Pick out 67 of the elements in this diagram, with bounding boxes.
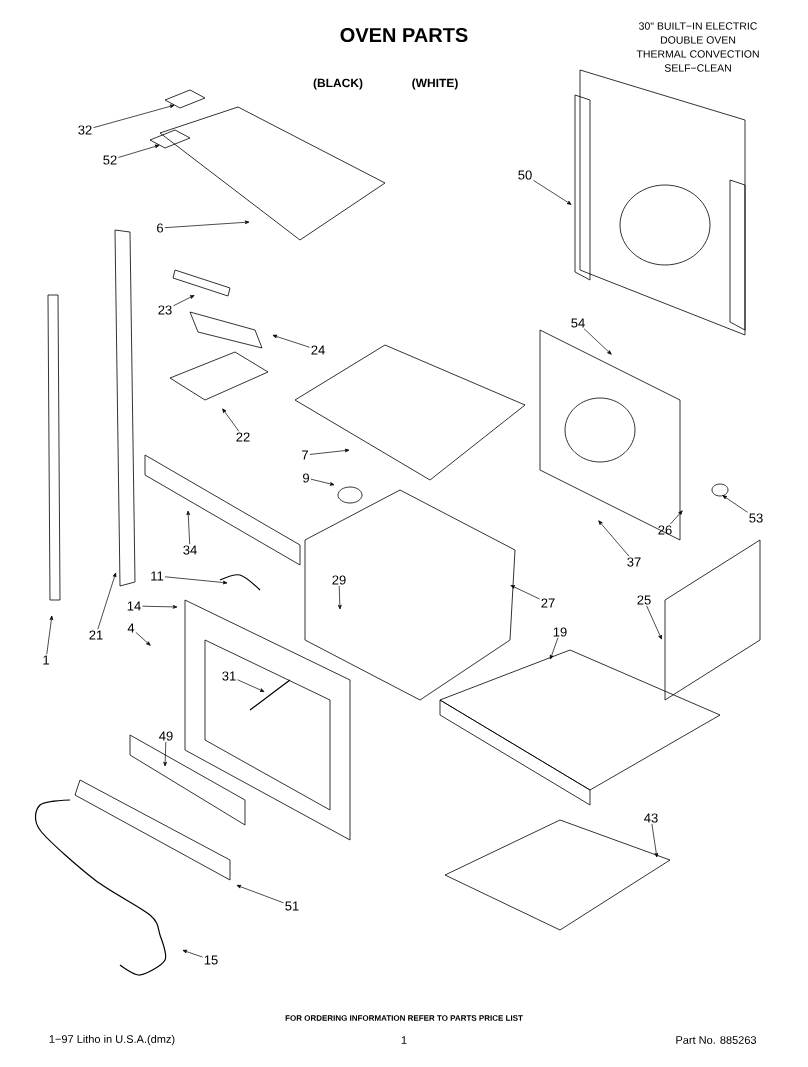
- leader-line: [163, 741, 167, 767]
- callout-number: 52: [103, 155, 117, 165]
- leader-line: [237, 679, 265, 692]
- leader-line: [93, 104, 175, 128]
- leader-line: [135, 632, 151, 646]
- callout-number: 49: [159, 731, 173, 741]
- callout-number: 51: [285, 901, 299, 911]
- leader-line: [142, 605, 178, 609]
- callout-number: 14: [127, 601, 141, 611]
- leader-line: [338, 585, 342, 610]
- note-text: 30" BUILT−IN ELECTRIC: [639, 22, 757, 30]
- title: OVEN PARTS: [340, 27, 468, 43]
- leader-line: [549, 637, 559, 660]
- note-text: THERMAL CONVECTION: [636, 50, 759, 58]
- callout-number: 32: [78, 125, 92, 135]
- note-text: DOUBLE OVEN: [660, 36, 736, 44]
- callout-number: 9: [303, 473, 309, 483]
- callout-number: 7: [302, 450, 308, 460]
- leader-line: [186, 510, 191, 545]
- leader-line: [222, 408, 240, 432]
- callout-number: 11: [151, 571, 164, 581]
- callout-number: 50: [518, 170, 532, 180]
- leader-line: [533, 180, 572, 205]
- note-text: Part No. 885263: [676, 1036, 757, 1044]
- leader-line: [236, 885, 284, 904]
- callout-number: 29: [332, 575, 346, 585]
- note-text: FOR ORDERING INFORMATION REFER TO PARTS PRICE LIST: [285, 1015, 523, 1021]
- callout-number: 23: [158, 305, 172, 315]
- leader-line: [309, 448, 350, 455]
- leader-line: [182, 949, 203, 958]
- leader-line: [272, 334, 310, 348]
- callout-number: 53: [749, 513, 763, 523]
- leader-line: [583, 328, 612, 355]
- note-text: 1−97 Litho in U.S.A.(dmz): [49, 1034, 175, 1046]
- note-text: SELF−CLEAN: [664, 64, 731, 72]
- leader-line: [646, 605, 662, 640]
- leader-line: [510, 585, 540, 600]
- callout-number: 34: [183, 545, 197, 555]
- note-text: (BLACK): [313, 78, 363, 90]
- callout-number: 24: [311, 345, 325, 355]
- callout-number: 54: [571, 318, 585, 328]
- leader-line: [651, 823, 659, 858]
- note-text: (WHITE): [412, 78, 458, 90]
- callout-number: 22: [236, 432, 250, 442]
- callout-number: 21: [89, 630, 103, 640]
- leader-line: [46, 615, 54, 655]
- callout-number: 43: [644, 813, 658, 823]
- note-text: 1: [401, 1036, 407, 1044]
- leader-line: [722, 495, 748, 513]
- leader-line: [598, 520, 630, 557]
- callout-number: 1: [43, 655, 49, 665]
- leader-line: [173, 295, 195, 307]
- callout-number: 19: [553, 627, 567, 637]
- callout-number: 25: [637, 595, 651, 605]
- leader-line: [164, 576, 228, 585]
- callout-number: 15: [204, 955, 218, 965]
- callout-number: 4: [127, 623, 135, 633]
- callout-number: 27: [541, 598, 555, 608]
- leader-line: [97, 572, 117, 630]
- callout-number: 37: [627, 557, 641, 567]
- leader-line: [310, 478, 335, 486]
- leader-line: [118, 144, 160, 158]
- callout-number: 26: [658, 525, 672, 535]
- leader-line: [164, 220, 250, 229]
- callout-number: 6: [157, 223, 164, 233]
- leader-line: [669, 510, 683, 525]
- callout-number: 31: [222, 671, 236, 681]
